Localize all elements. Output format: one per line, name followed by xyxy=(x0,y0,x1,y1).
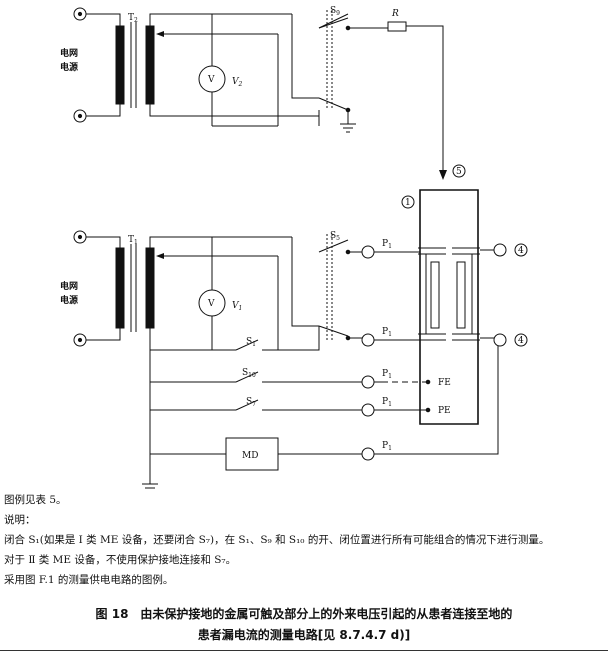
top-supply-circuit xyxy=(73,7,447,180)
transformer-t2-primary xyxy=(115,25,125,105)
note-line-3: 采用图 F.1 的测量供电电路的图例。 xyxy=(4,574,174,586)
bottom-rule xyxy=(0,650,608,651)
marker-1-label: 1 xyxy=(405,198,411,208)
legend-note: 图例见表 5。 xyxy=(4,494,67,506)
marker-4-bottom-circle xyxy=(514,333,528,347)
label-p1-2: P1 xyxy=(382,327,392,338)
svg-text:电网: 电网 xyxy=(60,280,78,292)
label-v1: V1 xyxy=(232,301,242,312)
caption-line-2: 患者漏电流的测量电路[见 8.7.4.7 d)] xyxy=(197,628,411,642)
marker-1-circle xyxy=(401,195,415,209)
terminal-p1-1 xyxy=(361,245,375,259)
label-fe: FE xyxy=(438,378,451,388)
label-t1: T1 xyxy=(128,235,138,246)
label-p1-3: P1 xyxy=(382,369,392,380)
transformer-t1-secondary xyxy=(145,247,155,329)
applied-part-left xyxy=(430,261,440,329)
terminal-p1-3 xyxy=(361,375,375,389)
label-pe: PE xyxy=(438,406,451,416)
note-line-2: 对于 Ⅱ 类 ME 设备，不使用保护接地连接和 S₇。 xyxy=(4,554,237,566)
label-p1-5: P1 xyxy=(382,441,392,452)
terminal-p1-4 xyxy=(361,403,375,417)
label-s1: S1 xyxy=(246,337,256,348)
marker-5-circle xyxy=(452,164,466,178)
meter-v2-symbol: V xyxy=(207,75,215,85)
marker-4-top-label: 4 xyxy=(518,246,524,256)
label-s5: S5 xyxy=(330,231,340,242)
marker-4-bottom-label: 4 xyxy=(518,336,524,346)
measurement-circuit-diagram: 电网 电源 电网 电源 T2 T1 V V V2 V1 S9 R S5 S1 S… xyxy=(60,6,528,489)
svg-text:电源: 电源 xyxy=(60,294,78,306)
me-equipment-enclosure xyxy=(418,189,494,425)
voltmeter-v2 xyxy=(198,65,226,93)
figure-caption: 图 18 由未保护接地的金属可触及部分上的外来电压引起的从患者连接至地的 患者漏… xyxy=(0,604,608,646)
label-t2: T2 xyxy=(128,13,138,24)
switch-s10 xyxy=(235,371,259,383)
marker-5-label: 5 xyxy=(456,167,462,177)
caption-line-1: 图 18 由未保护接地的金属可触及部分上的外来电压引起的从患者连接至地的 xyxy=(95,607,513,621)
switch-s1 xyxy=(235,339,259,351)
terminal-p1-2 xyxy=(361,333,375,347)
note-line-1: 闭合 S₁(如果是 Ⅰ 类 ME 设备，还要闭合 S₇)，在 S₁、S₉ 和 S… xyxy=(4,534,550,546)
meter-v1-symbol: V xyxy=(207,299,215,309)
transformer-t2-secondary xyxy=(145,25,155,105)
label-s7: S7 xyxy=(246,397,256,408)
switch-s7 xyxy=(235,399,259,411)
resistor-r xyxy=(387,21,407,32)
label-s10: S10 xyxy=(242,368,256,379)
svg-text:电网: 电网 xyxy=(60,47,78,59)
marker-4-top-circle xyxy=(514,243,528,257)
applied-part-right xyxy=(456,261,466,329)
terminal-4-bottom xyxy=(493,333,507,347)
transformer-t1-primary xyxy=(115,247,125,329)
explain-heading: 说明： xyxy=(4,514,36,526)
label-v2: V2 xyxy=(232,77,243,88)
label-s9: S9 xyxy=(330,6,340,17)
switch-s5 xyxy=(318,234,351,342)
voltmeter-v1 xyxy=(198,289,226,317)
bottom-supply-circuit xyxy=(73,230,499,489)
switch-s9 xyxy=(318,10,351,113)
label-p1-4: P1 xyxy=(382,397,392,408)
label-p1-1: P1 xyxy=(382,239,392,250)
svg-text:电源: 电源 xyxy=(60,61,78,73)
label-md: MD xyxy=(242,451,258,461)
terminal-4-top xyxy=(493,243,507,257)
label-r: R xyxy=(391,9,399,19)
figure-notes: 图例见表 5。 说明： 闭合 S₁(如果是 Ⅰ 类 ME 设备，还要闭合 S₇)… xyxy=(4,490,608,590)
terminal-p1-5 xyxy=(361,447,375,461)
